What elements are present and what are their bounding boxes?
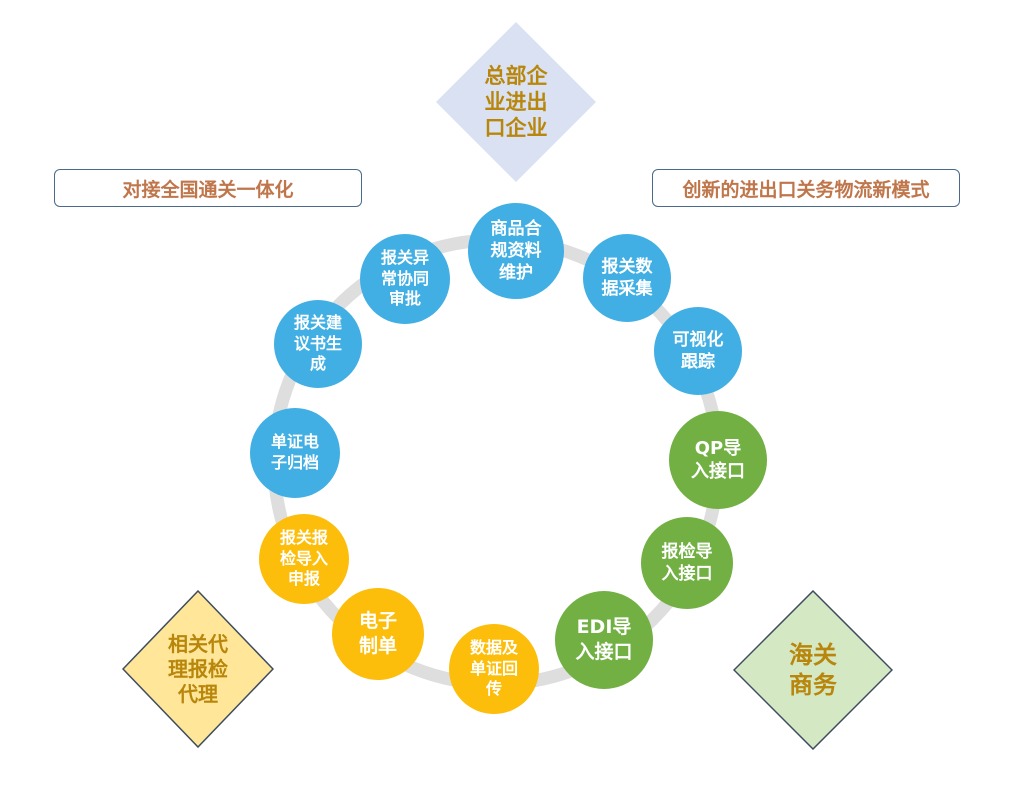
banner-new-logistics-model: 创新的进出口关务物流新模式 (652, 169, 960, 207)
diamond-hq-label: 总部企 业进出 口企业 (484, 63, 548, 141)
node-exception-approval: 报关异 常协同 审批 (360, 234, 450, 324)
diamond-hq-shape (436, 22, 596, 182)
node-product-compliance: 商品合 规资料 维护 (468, 203, 564, 299)
diamond-agency: 相关代 理报检 代理 (122, 590, 274, 748)
node-declaration-import: 报关报 检导入 申报 (259, 514, 349, 604)
banner-national-clearance: 对接全国通关一体化 (54, 169, 362, 207)
node-inspection-import-interface: 报检导 入接口 (641, 517, 733, 609)
node-edi-import-interface: EDI导 入接口 (555, 591, 653, 689)
node-qp-import-interface: QP导 入接口 (669, 411, 767, 509)
node-electronic-archiving: 单证电 子归档 (250, 408, 340, 498)
node-declaration-proposal: 报关建 议书生 成 (274, 300, 362, 388)
node-data-document-return: 数据及 单证回 传 (449, 624, 539, 714)
diamond-agency-label: 相关代 理报检 代理 (168, 631, 228, 706)
diamond-agency-shape (122, 590, 274, 748)
node-electronic-document: 电子 制单 (332, 588, 424, 680)
diamond-customs-shape (733, 590, 893, 750)
node-visual-tracking: 可视化 跟踪 (654, 307, 742, 395)
diamond-hq-enterprise: 总部企 业进出 口企业 (436, 22, 596, 182)
diamond-customs: 海关 商务 (733, 590, 893, 750)
node-customs-data-collection: 报关数 据采集 (583, 234, 671, 322)
diamond-customs-label: 海关 商务 (789, 641, 837, 699)
